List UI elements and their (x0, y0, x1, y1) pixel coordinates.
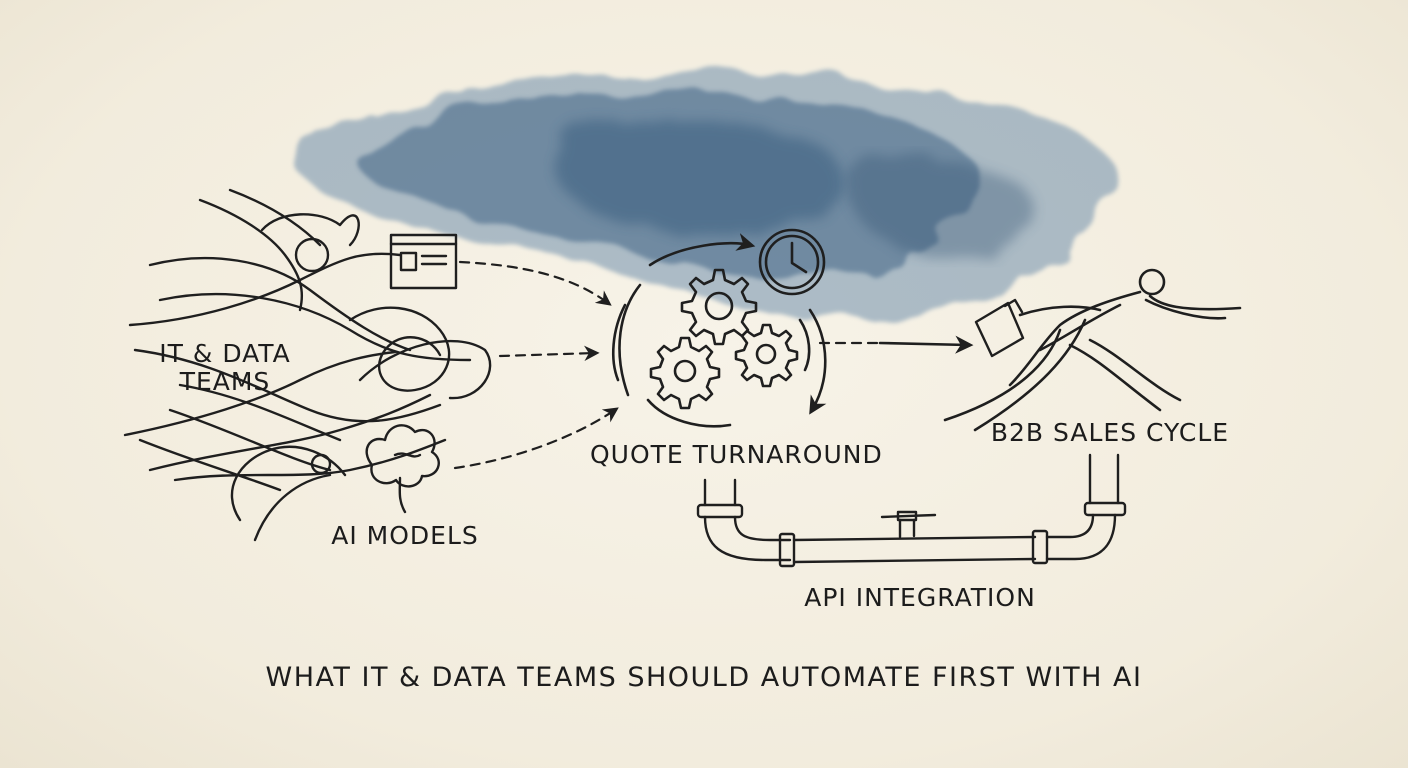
watercolor-cloud (296, 70, 1117, 321)
flow-arrows (453, 260, 882, 470)
label-api-integration: API INTEGRATION (804, 583, 1036, 612)
label-ai-models: AI MODELS (331, 521, 479, 550)
tangled-lines (123, 188, 492, 542)
document-window-icon (389, 233, 458, 290)
tree-icon (365, 424, 440, 514)
label-quote-turnaround: QUOTE TURNAROUND (590, 440, 883, 469)
sales-arrow (878, 335, 974, 354)
running-person-icon (943, 268, 1242, 432)
briefcase-icon (974, 298, 1025, 358)
pipe-icon (696, 453, 1127, 568)
label-b2b-sales-cycle: B2B SALES CYCLE (990, 418, 1230, 447)
label-it-data-teams: IT & DATA TEAMS (159, 339, 291, 396)
clock-icon (758, 228, 826, 296)
diagram-title: WHAT IT & DATA TEAMS SHOULD AUTOMATE FIR… (265, 662, 1143, 693)
gears-icon (612, 233, 827, 428)
